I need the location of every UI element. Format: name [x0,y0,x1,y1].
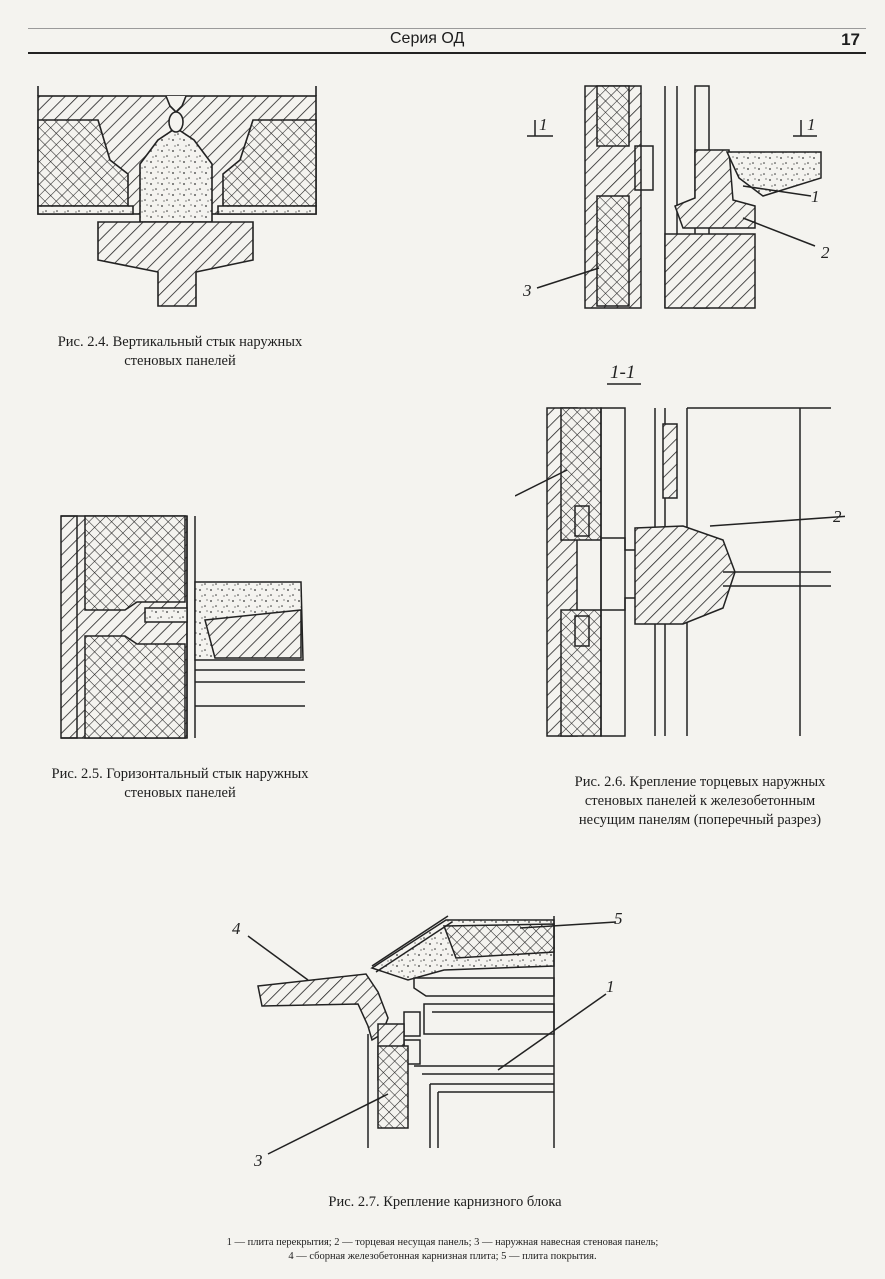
page-header: Серия ОД 17 [28,18,866,54]
figure-2-6-caption-line2: стеновых панелей к железобетонным [584,793,816,809]
figure-2-6-caption-line1: Рис. 2.6. Крепление торцевых наружных [574,774,826,790]
fig-2-7-label-1: 1 [606,977,615,996]
fig-2-6-section-mark-left: 1 [539,115,548,134]
fig-2-6-section-mark-right: 1 [807,115,816,134]
fig-2-6-label-3: 3 [522,281,532,300]
series-title: Серия ОД [390,30,465,47]
header-rule-top [28,28,866,29]
figure-2-7-drawing: 4 5 1 3 [232,909,623,1170]
fig-2-6-label-2: 2 [821,243,830,262]
figure-2-4-drawing [37,86,317,307]
fig-2-7-label-4: 4 [232,919,241,938]
fig-2-7-label-5: 5 [614,909,623,928]
figure-2-6-caption-line3: несущим панелям (поперечный разрез) [578,812,822,828]
figure-2-6-drawing: 1 1 1 2 3 1-1 2 3 [515,85,845,737]
page-number: 17 [841,30,860,49]
fig-2-7-label-3: 3 [253,1151,263,1170]
figure-2-5-caption-line2: стеновых панелей [124,785,236,801]
legend-line2: 4 — сборная железобетонная карнизная пли… [288,1251,597,1262]
figure-legend: 1 — плита перекрытия; 2 — торцевая несущ… [0,1236,885,1264]
figure-2-5-caption-line1: Рис. 2.5. Горизонтальный стык наружных [51,766,309,782]
figure-2-4-caption-line2: стеновых панелей [124,353,236,369]
fig-2-6-section-label-2: 2 [833,507,842,526]
legend-line1: 1 — плита перекрытия; 2 — торцевая несущ… [226,1237,659,1248]
figure-2-6-caption: Рис. 2.6. Крепление торцевых наружных ст… [520,773,880,830]
fig-2-6-label-1: 1 [811,187,820,206]
figure-2-5-drawing [60,515,305,739]
header-rule-bottom [28,52,866,54]
figure-2-4-caption-line1: Рис. 2.4. Вертикальный стык наружных [57,334,303,350]
figure-2-4-caption: Рис. 2.4. Вертикальный стык наружных сте… [30,333,330,371]
figure-2-5-caption: Рис. 2.5. Горизонтальный стык наружных с… [20,765,340,803]
figure-2-7-caption: Рис. 2.7. Крепление карнизного блока [328,1194,562,1210]
fig-2-6-section-title: 1-1 [610,362,635,383]
